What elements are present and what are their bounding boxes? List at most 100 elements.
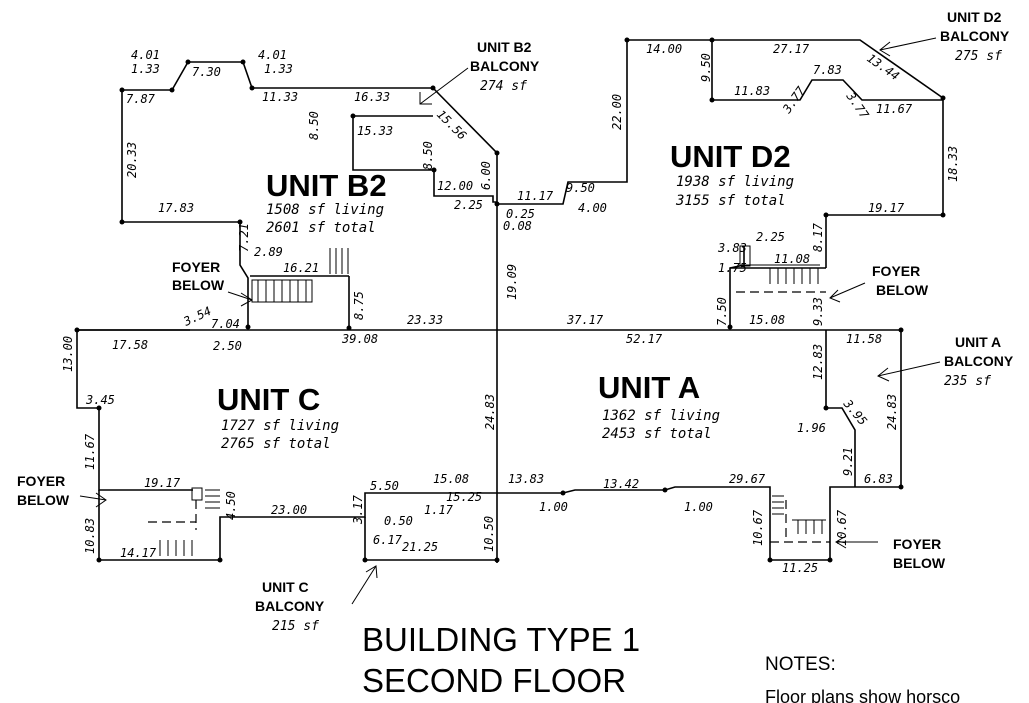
dim-label: 7.50 bbox=[715, 297, 729, 326]
dim-label: 7.87 bbox=[126, 92, 156, 106]
notes-block: NOTES: Floor plans show horsco bbox=[765, 654, 960, 703]
dim-label: 3.54 bbox=[180, 304, 213, 329]
unit-d2-label: UNIT D2 1938 sf living 3155 sf total bbox=[670, 139, 794, 209]
unit-a-total: 2453 sf total bbox=[602, 426, 712, 442]
dim-label: 13.00 bbox=[61, 336, 75, 372]
dim-label: 4.01 bbox=[131, 48, 160, 62]
dim-label: 7.30 bbox=[192, 65, 221, 79]
balcony-d2-line2: BALCONY bbox=[940, 28, 1010, 44]
dim-label: 4.01 bbox=[258, 48, 287, 62]
dim-label: 12.83 bbox=[811, 344, 825, 380]
dim-label: 1.96 bbox=[797, 421, 826, 435]
foyer-c-line1: FOYER bbox=[17, 473, 65, 489]
unit-b2-wall bbox=[121, 61, 498, 222]
dim-label: 0.50 bbox=[384, 514, 413, 528]
dim-label: 10.67 bbox=[835, 509, 849, 546]
dim-label: 37.17 bbox=[566, 313, 604, 327]
dim-label: 10.83 bbox=[83, 518, 97, 554]
balcony-c-area: 215 sf bbox=[272, 619, 319, 634]
balcony-d2-callout: UNIT D2 BALCONY 275 sf bbox=[940, 9, 1010, 64]
dim-label: 27.17 bbox=[773, 42, 810, 56]
dim-label: 1.00 bbox=[684, 500, 713, 514]
dim-label: 24.83 bbox=[885, 394, 899, 430]
dim-label: 24.83 bbox=[483, 394, 497, 430]
dim-label: 15.08 bbox=[433, 472, 469, 486]
unit-d2-total: 3155 sf total bbox=[675, 193, 786, 209]
unit-a-living: 1362 sf living bbox=[602, 408, 720, 424]
balcony-c-line2: BALCONY bbox=[255, 598, 325, 614]
unit-d2-stair-wall bbox=[729, 246, 745, 327]
unit-c-name: UNIT C bbox=[217, 382, 320, 417]
dim-label: 15.08 bbox=[749, 313, 785, 327]
foyer-b2-line2: BELOW bbox=[172, 277, 225, 293]
unit-c-label: UNIT C 1727 sf living 2765 sf total bbox=[217, 382, 339, 452]
dim-label: 52.17 bbox=[626, 332, 663, 346]
dimension-labels: 4.01 1.33 7.30 4.01 1.33 7.87 11.33 16.3… bbox=[61, 42, 960, 575]
foyer-c-callout: FOYER BELOW bbox=[17, 473, 70, 508]
foyer-a-line2: BELOW bbox=[893, 555, 946, 571]
dim-label: 8.17 bbox=[811, 222, 825, 252]
dim-label: 0.08 bbox=[503, 219, 532, 233]
dim-label: 7.83 bbox=[813, 63, 842, 77]
balcony-d2-area: 275 sf bbox=[955, 49, 1002, 64]
dim-label: 2.25 bbox=[454, 198, 483, 212]
dim-label: 13.42 bbox=[603, 477, 639, 491]
stair-c bbox=[148, 487, 220, 556]
balcony-b2-area: 274 sf bbox=[480, 79, 527, 94]
unit-b2-label: UNIT B2 1508 sf living 2601 sf total bbox=[266, 168, 387, 236]
dim-label: 11.67 bbox=[83, 433, 97, 470]
dim-label: 8.75 bbox=[352, 291, 366, 320]
unit-d2-wall bbox=[497, 39, 944, 268]
dim-label: 3.77 bbox=[843, 89, 872, 122]
dim-label: 16.21 bbox=[283, 261, 319, 275]
unit-a-balcony-wall bbox=[825, 330, 856, 487]
dim-label: 1.75 bbox=[718, 261, 747, 275]
dim-label: 6.83 bbox=[864, 472, 893, 486]
dim-label: 3.17 bbox=[351, 494, 365, 525]
dim-label: 6.00 bbox=[479, 161, 493, 190]
foyer-d2-callout: FOYER BELOW bbox=[872, 263, 929, 298]
unit-b2-total: 2601 sf total bbox=[266, 220, 376, 236]
dim-label: 2.50 bbox=[213, 339, 242, 353]
foyer-d2-line1: FOYER bbox=[872, 263, 920, 279]
dim-label: 4.00 bbox=[578, 201, 607, 215]
dim-label: 11.67 bbox=[876, 102, 913, 116]
dim-label: 12.00 bbox=[437, 179, 473, 193]
dim-label: 11.83 bbox=[734, 84, 770, 98]
unit-b2-living: 1508 sf living bbox=[266, 202, 384, 218]
drawing-title-line2: SECOND FLOOR bbox=[362, 662, 626, 699]
notes-text: Floor plans show horsco bbox=[765, 687, 960, 703]
dim-label: 6.17 bbox=[373, 533, 403, 547]
dim-label: 29.67 bbox=[729, 472, 766, 486]
dim-label: 14.17 bbox=[120, 546, 157, 560]
dim-label: 3.83 bbox=[717, 241, 747, 255]
balcony-d2-line1: UNIT D2 bbox=[947, 9, 1002, 25]
unit-c-wall bbox=[76, 329, 193, 491]
dim-label: 1.00 bbox=[539, 500, 568, 514]
dim-label: 11.08 bbox=[774, 252, 810, 266]
unit-c-living: 1727 sf living bbox=[221, 418, 339, 434]
balcony-a-callout: UNIT A BALCONY 235 sf bbox=[944, 334, 1014, 389]
stair-a bbox=[770, 495, 830, 543]
unit-b2-name: UNIT B2 bbox=[266, 168, 387, 203]
callout-arrows bbox=[79, 37, 941, 605]
foyer-c-line2: BELOW bbox=[17, 492, 70, 508]
balcony-b2-callout: UNIT B2 BALCONY 274 sf bbox=[470, 39, 540, 94]
dim-label: 7.21 bbox=[237, 223, 251, 252]
foyer-a-callout: FOYER BELOW bbox=[893, 536, 946, 571]
dim-label: 14.00 bbox=[646, 42, 682, 56]
dim-label: 1.33 bbox=[131, 62, 160, 76]
dim-label: 5.50 bbox=[370, 479, 399, 493]
dim-label: 11.17 bbox=[517, 189, 554, 203]
dim-label: 9.33 bbox=[811, 297, 825, 326]
dim-label: 39.08 bbox=[341, 332, 378, 346]
foyer-b2-line1: FOYER bbox=[172, 259, 220, 275]
unit-a-name: UNIT A bbox=[598, 370, 700, 405]
unit-d2-living: 1938 sf living bbox=[676, 174, 794, 190]
dim-label: 17.58 bbox=[112, 338, 148, 352]
foyer-a-line1: FOYER bbox=[893, 536, 941, 552]
balcony-a-line2: BALCONY bbox=[944, 353, 1014, 369]
unit-b2-lower-wall bbox=[122, 221, 249, 327]
stair-d2 bbox=[736, 245, 826, 293]
